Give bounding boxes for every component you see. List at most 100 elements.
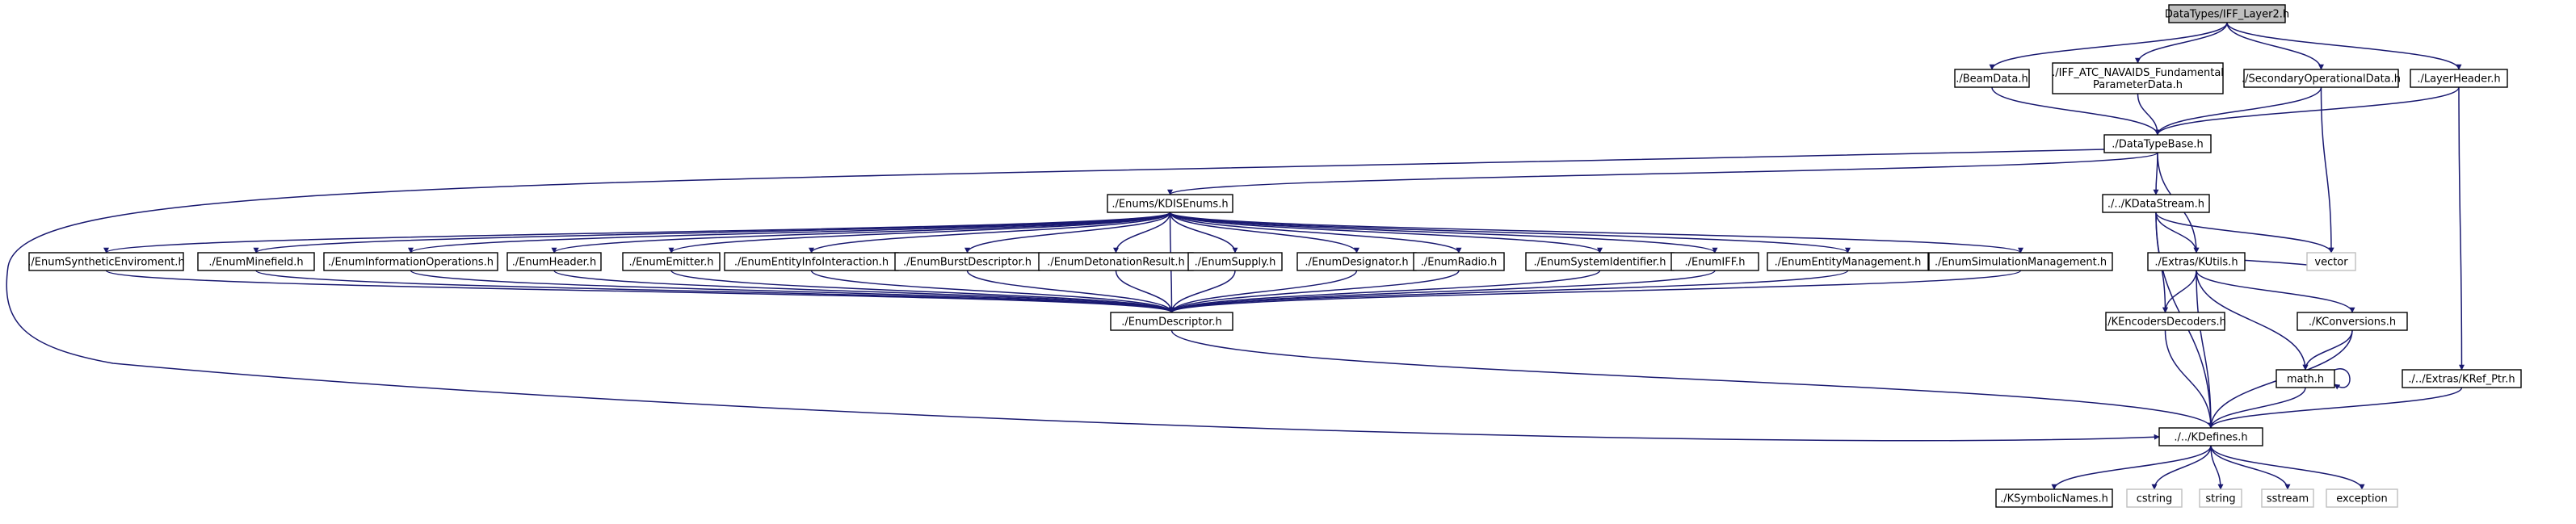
node-secop[interactable]: ./SecondaryOperationalData.h [2242, 69, 2401, 88]
node-box [1954, 69, 2030, 88]
edge-kref-to-kdefines [2208, 387, 2463, 429]
node-box [1107, 194, 1233, 213]
node-infoops[interactable]: ./EnumInformationOperations.h [323, 252, 498, 271]
edge-root-to-layerhdr [2226, 22, 2462, 70]
edge-kdis-to-entinfo [809, 212, 1171, 254]
node-iffatc[interactable]: ./IFF_ATC_NAVAIDS_FundamentalParameterDa… [2052, 62, 2224, 94]
edge-root-to-secop [2226, 22, 2324, 70]
node-label: ./EnumEntityInfoInteraction.h [734, 257, 889, 269]
edge-infoops-to-enumdesc [410, 270, 1175, 313]
node-label: math.h [2287, 374, 2324, 386]
node-deton[interactable]: ./EnumDetonationResult.h [1038, 252, 1194, 271]
node-root[interactable]: DataTypes/IFF_Layer2.h [2165, 4, 2289, 23]
edge-kdis-to-infoops [408, 212, 1171, 254]
node-label: ./EnumIFF.h [1685, 257, 1746, 269]
node-box [1995, 488, 2113, 508]
edge-dtbase-to-kdis [1167, 152, 2158, 195]
node-simmgmt[interactable]: ./EnumSimulationManagement.h [1928, 252, 2113, 271]
edge-iffatc-to-dtbase [2137, 93, 2161, 136]
node-box [1928, 252, 2113, 271]
node-vector[interactable]: vector [2306, 252, 2356, 271]
node-cstring[interactable]: cstring [2126, 488, 2183, 508]
node-label: ./SecondaryOperationalData.h [2242, 73, 2401, 86]
node-burst[interactable]: ./EnumBurstDescriptor.h [894, 252, 1040, 271]
edge-conv-to-math [2302, 329, 2353, 371]
node-exception[interactable]: exception [2326, 488, 2398, 508]
node-entmgmt[interactable]: ./EnumEntityManagement.h [1767, 252, 1929, 271]
edge-eiff-to-enumdesc [1169, 270, 1716, 313]
node-minef[interactable]: ./EnumMinefield.h [197, 252, 315, 271]
node-kdis[interactable]: ./Enums/KDISEnums.h [1107, 194, 1233, 213]
node-box [1767, 252, 1929, 271]
node-box [2306, 252, 2356, 271]
node-utils[interactable]: ./Extras/KUtils.h [2147, 252, 2246, 271]
node-string[interactable]: string [2199, 488, 2242, 508]
node-dtbase[interactable]: ./DataTypeBase.h [2103, 134, 2212, 153]
node-box [2147, 252, 2246, 271]
node-box [2243, 69, 2399, 88]
edge-kdis-to-simmgmt [1169, 212, 2023, 254]
node-supply[interactable]: ./EnumSupply.h [1187, 252, 1283, 271]
node-label: ./EnumDetonationResult.h [1047, 257, 1185, 269]
node-label: ./LayerHeader.h [2417, 73, 2500, 86]
node-box [28, 252, 184, 271]
node-conv[interactable]: ./KConversions.h [2297, 312, 2408, 331]
node-box [2261, 488, 2314, 508]
node-box [2297, 312, 2408, 331]
node-synth[interactable]: ./EnumSyntheticEnviroment.h [27, 252, 185, 271]
edge-utils-to-kdefines [2196, 270, 2214, 429]
node-desig[interactable]: ./EnumDesignator.h [1296, 252, 1417, 271]
edge-kdefines-to-exception [2210, 445, 2365, 490]
node-math[interactable]: math.h [2276, 369, 2335, 388]
edge-emit-to-enumdesc [670, 270, 1175, 313]
node-encdec[interactable]: ./KEncodersDecoders.h [2104, 312, 2226, 331]
node-box [2402, 369, 2522, 388]
node-label: ./EnumBurstDescriptor.h [903, 257, 1032, 269]
node-label: ./EnumSupply.h [1195, 257, 1276, 269]
node-kdefines[interactable]: ./../KDefines.h [2158, 427, 2263, 446]
edge-kdis-to-eiff [1169, 212, 1718, 254]
node-label: ./EnumHeader.h [512, 257, 596, 269]
node-kref[interactable]: ./../Extras/KRef_Ptr.h [2402, 369, 2522, 388]
edge-kdefines-to-string [2210, 445, 2224, 490]
edge-secop-to-dtbase [2154, 86, 2322, 136]
node-box [1187, 252, 1283, 271]
edge-sysid-to-enumdesc [1169, 270, 1601, 313]
node-sstream[interactable]: sstream [2261, 488, 2314, 508]
edge-encdec-to-kdefines [2164, 329, 2214, 429]
node-kds[interactable]: ./../KDataStream.h [2102, 194, 2210, 213]
node-label: ./EnumMinefield.h [208, 257, 303, 269]
edge-kdis-to-radio [1169, 212, 1462, 254]
edge-utils-to-conv [2196, 270, 2355, 313]
node-emit[interactable]: ./EnumEmitter.h [622, 252, 721, 271]
edge-entmgmt-to-enumdesc [1169, 270, 1849, 313]
node-label: ./EnumSimulationManagement.h [1935, 257, 2107, 269]
node-symbolic[interactable]: ./KSymbolicNames.h [1995, 488, 2113, 508]
node-layerhdr[interactable]: ./LayerHeader.h [2410, 69, 2508, 88]
edge-utils-to-encdec [2162, 270, 2197, 313]
node-box [1670, 252, 1759, 271]
node-beam[interactable]: ./BeamData.h [1954, 69, 2030, 88]
node-box [323, 252, 498, 271]
node-hdr[interactable]: ./EnumHeader.h [506, 252, 602, 271]
node-box [622, 252, 721, 271]
edge-secop-to-vector [2320, 86, 2334, 254]
edge-minef-to-enumdesc [255, 270, 1175, 313]
node-eiff[interactable]: ./EnumIFF.h [1670, 252, 1759, 271]
node-box [506, 252, 602, 271]
node-enumdesc[interactable]: ./EnumDescriptor.h [1110, 312, 1233, 331]
node-label: ./Extras/KUtils.h [2154, 257, 2238, 269]
node-label: vector [2314, 257, 2348, 269]
edge-kdefines-to-sstream [2210, 445, 2291, 490]
edge-radio-to-enumdesc [1169, 270, 1460, 313]
node-label: ./IFF_ATC_NAVAIDS_Fundamental [2052, 67, 2224, 79]
edge-dtbase-to-enumdesc [6, 149, 2160, 442]
node-sysid[interactable]: ./EnumSystemIdentifier.h [1525, 252, 1675, 271]
edge-utils-to-math [2196, 270, 2309, 371]
edge-kdefines-to-symbolic [2051, 445, 2212, 490]
node-label: ./EnumEntityManagement.h [1775, 257, 1922, 269]
node-entinfo[interactable]: ./EnumEntityInfoInteraction.h [724, 252, 899, 271]
edge-kdis-to-minef [253, 212, 1171, 254]
node-radio[interactable]: ./EnumRadio.h [1413, 252, 1505, 271]
